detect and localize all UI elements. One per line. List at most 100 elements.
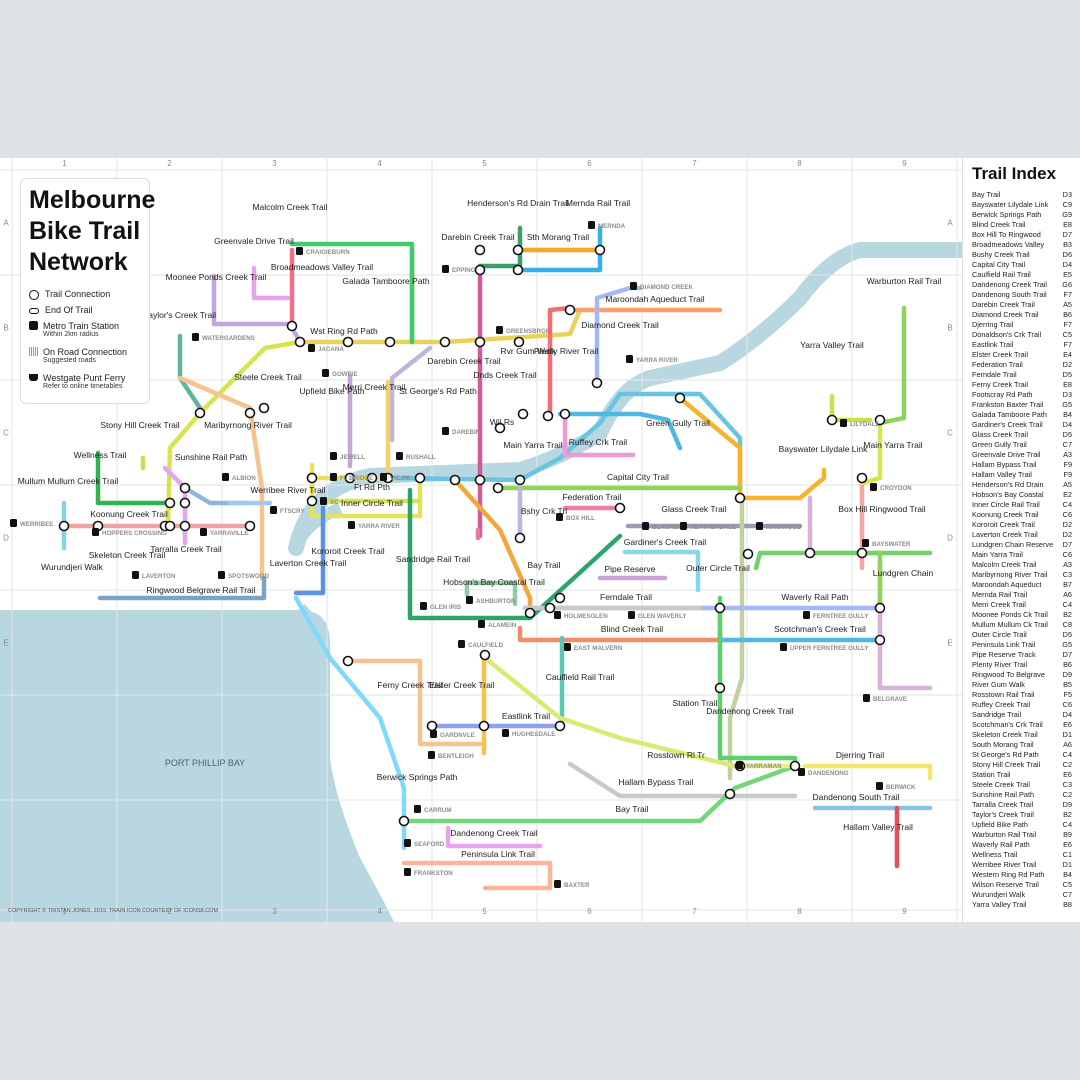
metro-train-icon	[430, 730, 437, 738]
trail-index-name: Mullum Mullum Ck Trail	[972, 620, 1048, 629]
trail-index-grid-ref: B2	[1063, 810, 1072, 819]
station-label: FRANKSTON	[414, 870, 453, 877]
trail-index-grid-ref: C8	[1062, 620, 1072, 629]
metro-train-icon	[296, 247, 303, 255]
trail-index-name: Main Yarra Trail	[972, 550, 1023, 559]
trail-label: Moonee Ponds Creek Trail	[166, 272, 267, 282]
trail-index-grid-ref: E6	[1063, 840, 1072, 849]
trail-connection-node	[179, 497, 191, 509]
trail-line	[177, 333, 203, 411]
trail-label: Dnds Creek Trail	[473, 370, 536, 380]
trail-index-grid-ref: C7	[1062, 440, 1072, 449]
trail-connection-node	[449, 474, 461, 486]
trail-index-name: Bayswater Lilydale Link	[972, 200, 1049, 209]
trail-connection-node	[384, 336, 396, 348]
trail-connection-node	[494, 422, 506, 434]
trail-index-name: Moonee Ponds Ck Trail	[972, 610, 1048, 619]
trail-label: Kororoit Creek Trail	[311, 546, 384, 556]
station-label: YARRAVILLE	[210, 530, 249, 537]
station-label: BAYSWATER	[872, 541, 911, 548]
trail-index-grid-ref: B9	[1063, 830, 1072, 839]
trail-line	[567, 761, 798, 799]
trail-connection-node	[514, 532, 526, 544]
trail-index-name: Skeleton Creek Trail	[972, 730, 1038, 739]
station-label: WATERGARDENS	[202, 335, 255, 342]
trail-index-name: Steele Creek Trail	[972, 780, 1030, 789]
trail-index-name: Warburton Rail Trail	[972, 830, 1037, 839]
trail-line	[293, 505, 326, 596]
grid-column-label: 6	[587, 159, 592, 168]
station-label: GLEN WAVERLY	[638, 613, 687, 620]
station-label: EAST MALVERN	[574, 645, 623, 652]
metro-train-icon	[200, 528, 207, 536]
trail-connection-node	[826, 414, 838, 426]
trail-label: Werribee River Trail	[251, 485, 326, 495]
trail-index-entry: Taylor's Creek Trail B2	[972, 810, 1072, 820]
trail-index-name: Taylor's Creek Trail	[972, 810, 1034, 819]
trail-line	[829, 393, 873, 423]
trail-index-name: Donaldson's Crk Trail	[972, 330, 1042, 339]
trail-index-name: Capital City Trail	[972, 260, 1026, 269]
trail-connection-node	[474, 336, 486, 348]
trail-label: Upfield Bike Path	[299, 386, 364, 396]
trail-index-name: Wilson Reserve Trail	[972, 880, 1039, 889]
trail-index-grid-ref: E6	[1063, 720, 1072, 729]
trail-index-name: Maribyrnong River Trail	[972, 570, 1048, 579]
trail-index-name: Djerring Trail	[972, 320, 1014, 329]
grid-column-label: 9	[902, 907, 907, 916]
trail-connection-node	[492, 482, 504, 494]
trail-label: St George's Rd Path	[399, 386, 477, 396]
trail-line	[389, 345, 433, 443]
trail-index-grid-ref: C6	[1062, 700, 1072, 709]
trail-index-grid-ref: E6	[1063, 770, 1072, 779]
trail-index-entry: Warburton Rail Trail B9	[972, 830, 1072, 840]
trail-index-grid-ref: B6	[1063, 310, 1072, 319]
trail-line	[293, 595, 407, 851]
trail-line	[753, 550, 933, 571]
metro-train-icon	[502, 729, 509, 737]
trail-line	[251, 265, 291, 301]
trail-index-grid-ref: B6	[1063, 660, 1072, 669]
trail-index-name: Maroondah Aqueduct	[972, 580, 1042, 589]
trail-index-name: Berwick Springs Path	[972, 210, 1042, 219]
trail-index-name: Outer Circle Trail	[972, 630, 1027, 639]
trail-index-grid-ref: C4	[1062, 500, 1072, 509]
trail-index-grid-ref: D7	[1062, 540, 1072, 549]
trail-index-grid-ref: D4	[1062, 420, 1072, 429]
trail-index-grid-ref: C6	[1062, 510, 1072, 519]
metro-train-icon	[428, 751, 435, 759]
trail-index-name: Tarralla Creek Trail	[972, 800, 1034, 809]
metro-train-icon	[478, 620, 485, 628]
trail-label: Wst Ring Rd Path	[310, 326, 378, 336]
metro-train-icon	[404, 839, 411, 847]
station-label: FL BRIDGE	[340, 475, 373, 482]
trail-index-name: River Gum Walk	[972, 680, 1025, 689]
trail-connection-node	[426, 720, 438, 732]
trail-index-name: Scotchman's Crk Trail	[972, 720, 1043, 729]
trail-index-name: Hobson's Bay Coastal	[972, 490, 1044, 499]
grid-column-label: 4	[377, 907, 382, 916]
metro-train-icon	[442, 265, 449, 273]
trail-index-grid-ref: D2	[1062, 530, 1072, 539]
station-label: CRAIGIEBURN	[306, 249, 350, 256]
grid-column-label: 4	[377, 159, 382, 168]
trail-label: Glass Creek Trail	[661, 504, 726, 514]
trail-line	[97, 575, 267, 601]
metro-train-icon	[308, 344, 315, 352]
trail-connection-node	[478, 720, 490, 732]
trail-connection-node	[398, 815, 410, 827]
metro-train-icon	[556, 513, 563, 521]
trail-label: Rvr Gum Walk	[501, 346, 557, 356]
station-label: YARRAMAN	[746, 763, 782, 770]
